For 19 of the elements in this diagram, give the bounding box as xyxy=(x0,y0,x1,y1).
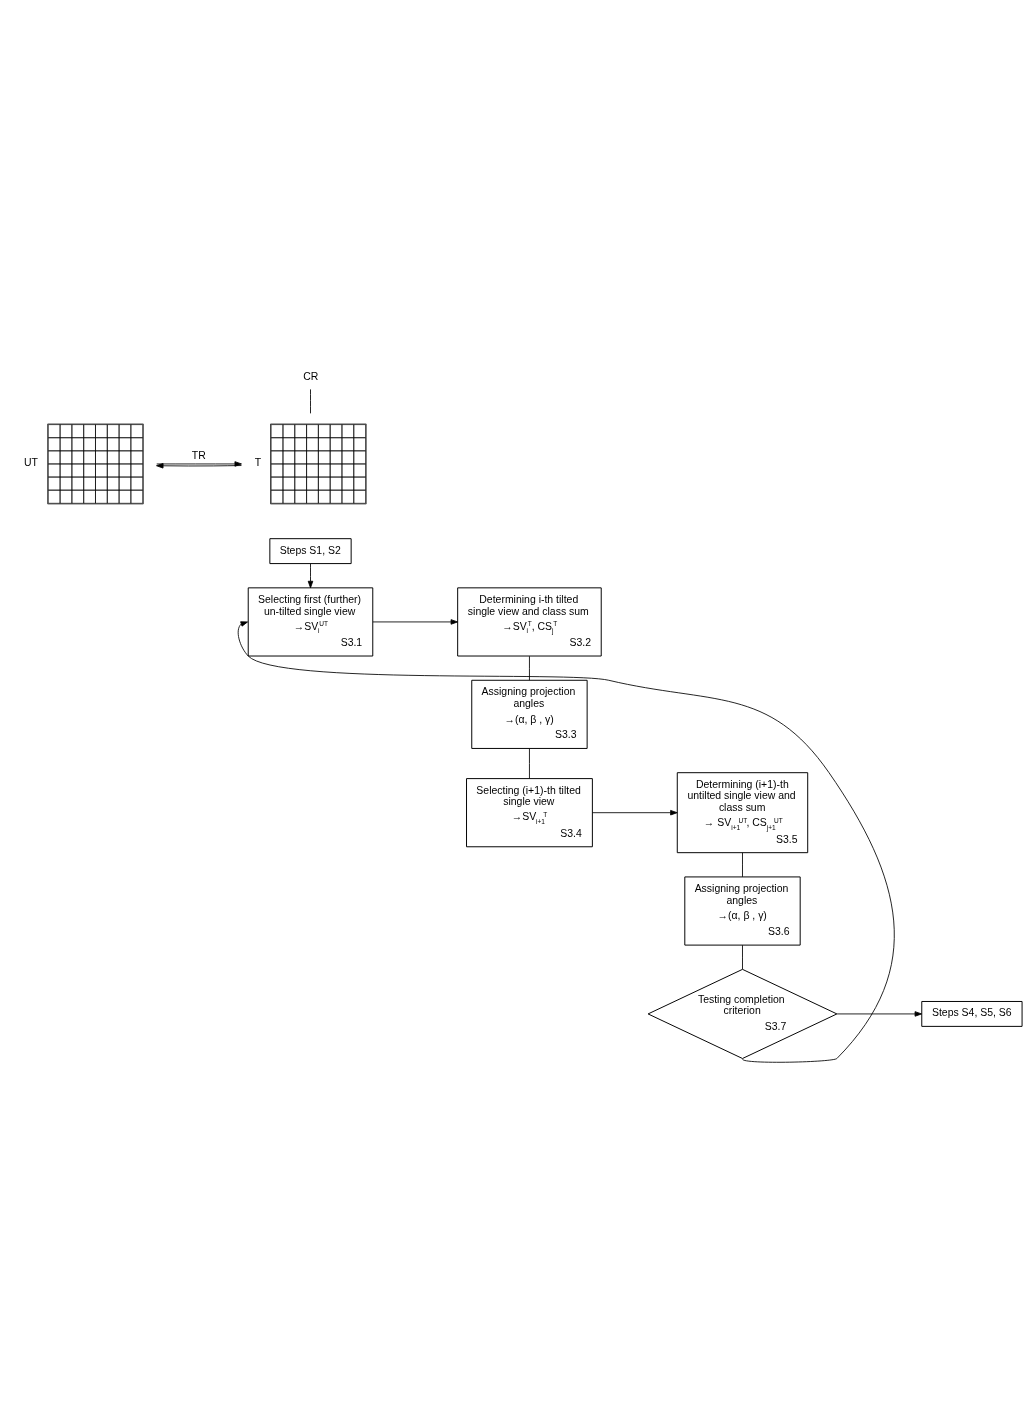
arrow xyxy=(592,809,678,815)
node-box: Assigning projection angles →(α, β , γ) S3.6 xyxy=(684,875,801,946)
connector xyxy=(529,747,530,779)
arrow xyxy=(237,620,895,1063)
connector xyxy=(529,655,530,681)
node-box: Assigning projection angles →(α, β , γ) S3.3 xyxy=(471,679,588,749)
connector xyxy=(310,388,311,414)
arrow xyxy=(372,618,459,625)
connector xyxy=(742,944,743,970)
node-label: T xyxy=(254,456,262,468)
edge-label: TR xyxy=(191,449,206,461)
node-diamond: Testing completion criterion S3.7 xyxy=(647,968,838,1059)
arrow xyxy=(307,562,314,588)
node-box: Steps S1, S2 xyxy=(269,537,352,564)
arrow xyxy=(836,1010,923,1017)
connector xyxy=(742,851,743,877)
node-box: Steps S4, S5, S6 xyxy=(921,1000,1023,1027)
node-label: UT xyxy=(24,456,39,468)
node-text: CR xyxy=(303,370,319,382)
